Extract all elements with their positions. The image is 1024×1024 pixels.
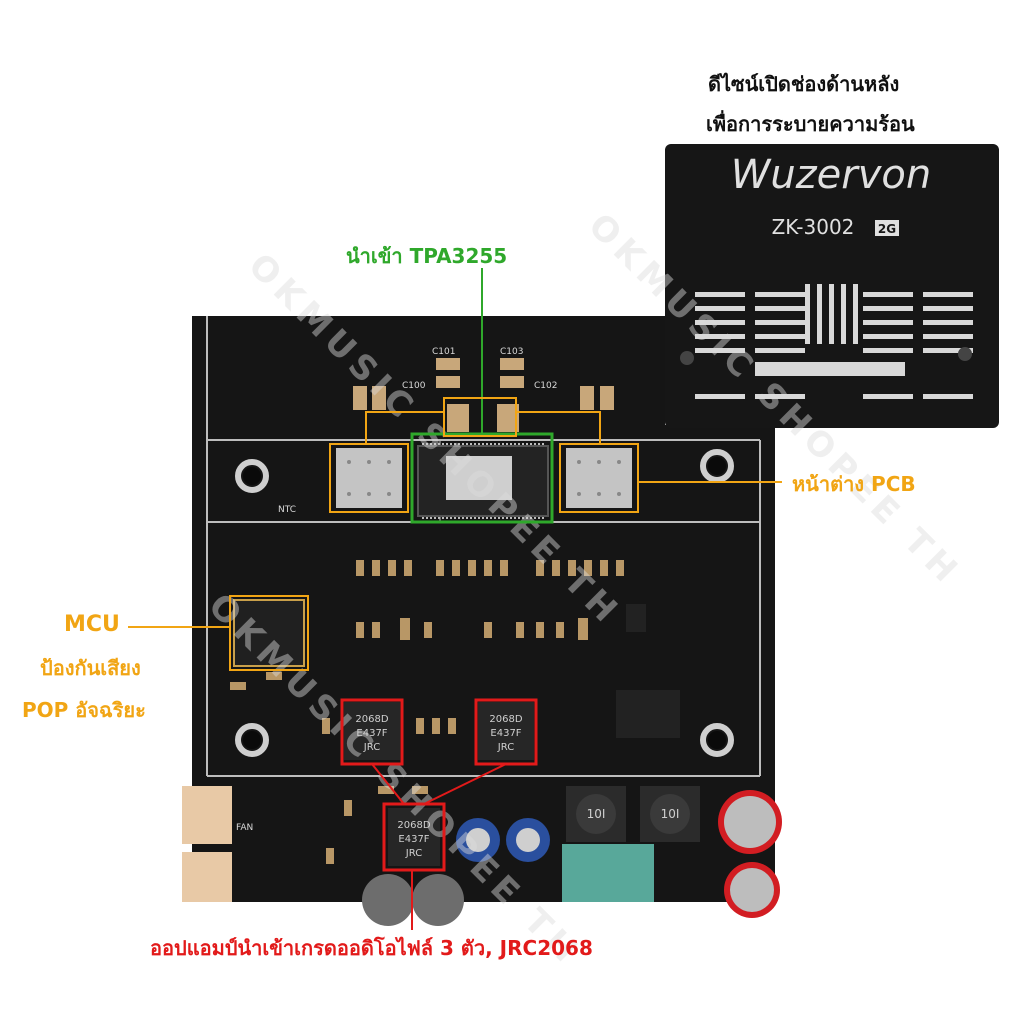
svg-text:10I: 10I — [661, 807, 680, 821]
back-design-label-line1: ดีไซน์เปิดช่องด้านหลัง — [708, 72, 900, 96]
inset-badge: 2G — [878, 222, 896, 236]
svg-text:10I: 10I — [587, 807, 606, 821]
opamp-label: ออปแอมป์นำเข้าเกรดออดิโอไฟล์ 3 ตัว, JRC2… — [150, 936, 593, 960]
svg-text:2068D: 2068D — [489, 714, 522, 725]
svg-text:E437F: E437F — [490, 728, 521, 739]
svg-text:FAN: FAN — [236, 823, 253, 833]
tpa-label: นำเข้า TPA3255 — [346, 244, 508, 268]
svg-text:C101: C101 — [432, 347, 455, 357]
pcb-window-label: หน้าต่าง PCB — [792, 472, 916, 496]
svg-text:C103: C103 — [500, 347, 523, 357]
inset-back-view: Wuzervon ZK-3002 2G — [665, 144, 999, 428]
mcu-label: MCU — [64, 612, 120, 637]
pcb-window-left — [336, 448, 402, 508]
mcu-desc-line2: ป้องกันเสียง — [40, 656, 141, 680]
svg-text:C102: C102 — [534, 381, 557, 391]
inset-brand: Wuzervon — [731, 152, 931, 198]
back-design-label-line2: เพื่อการระบายความร้อน — [706, 112, 915, 136]
svg-text:C100: C100 — [402, 381, 426, 391]
svg-text:JRC: JRC — [405, 848, 422, 859]
svg-text:JRC: JRC — [497, 742, 514, 753]
pcb-window-right — [566, 448, 632, 508]
mounting-hole — [235, 449, 734, 757]
mcu-desc-line3: POP อัจฉริยะ — [22, 698, 146, 722]
svg-text:NTC: NTC — [278, 505, 296, 515]
inset-model: ZK-3002 — [772, 215, 855, 239]
